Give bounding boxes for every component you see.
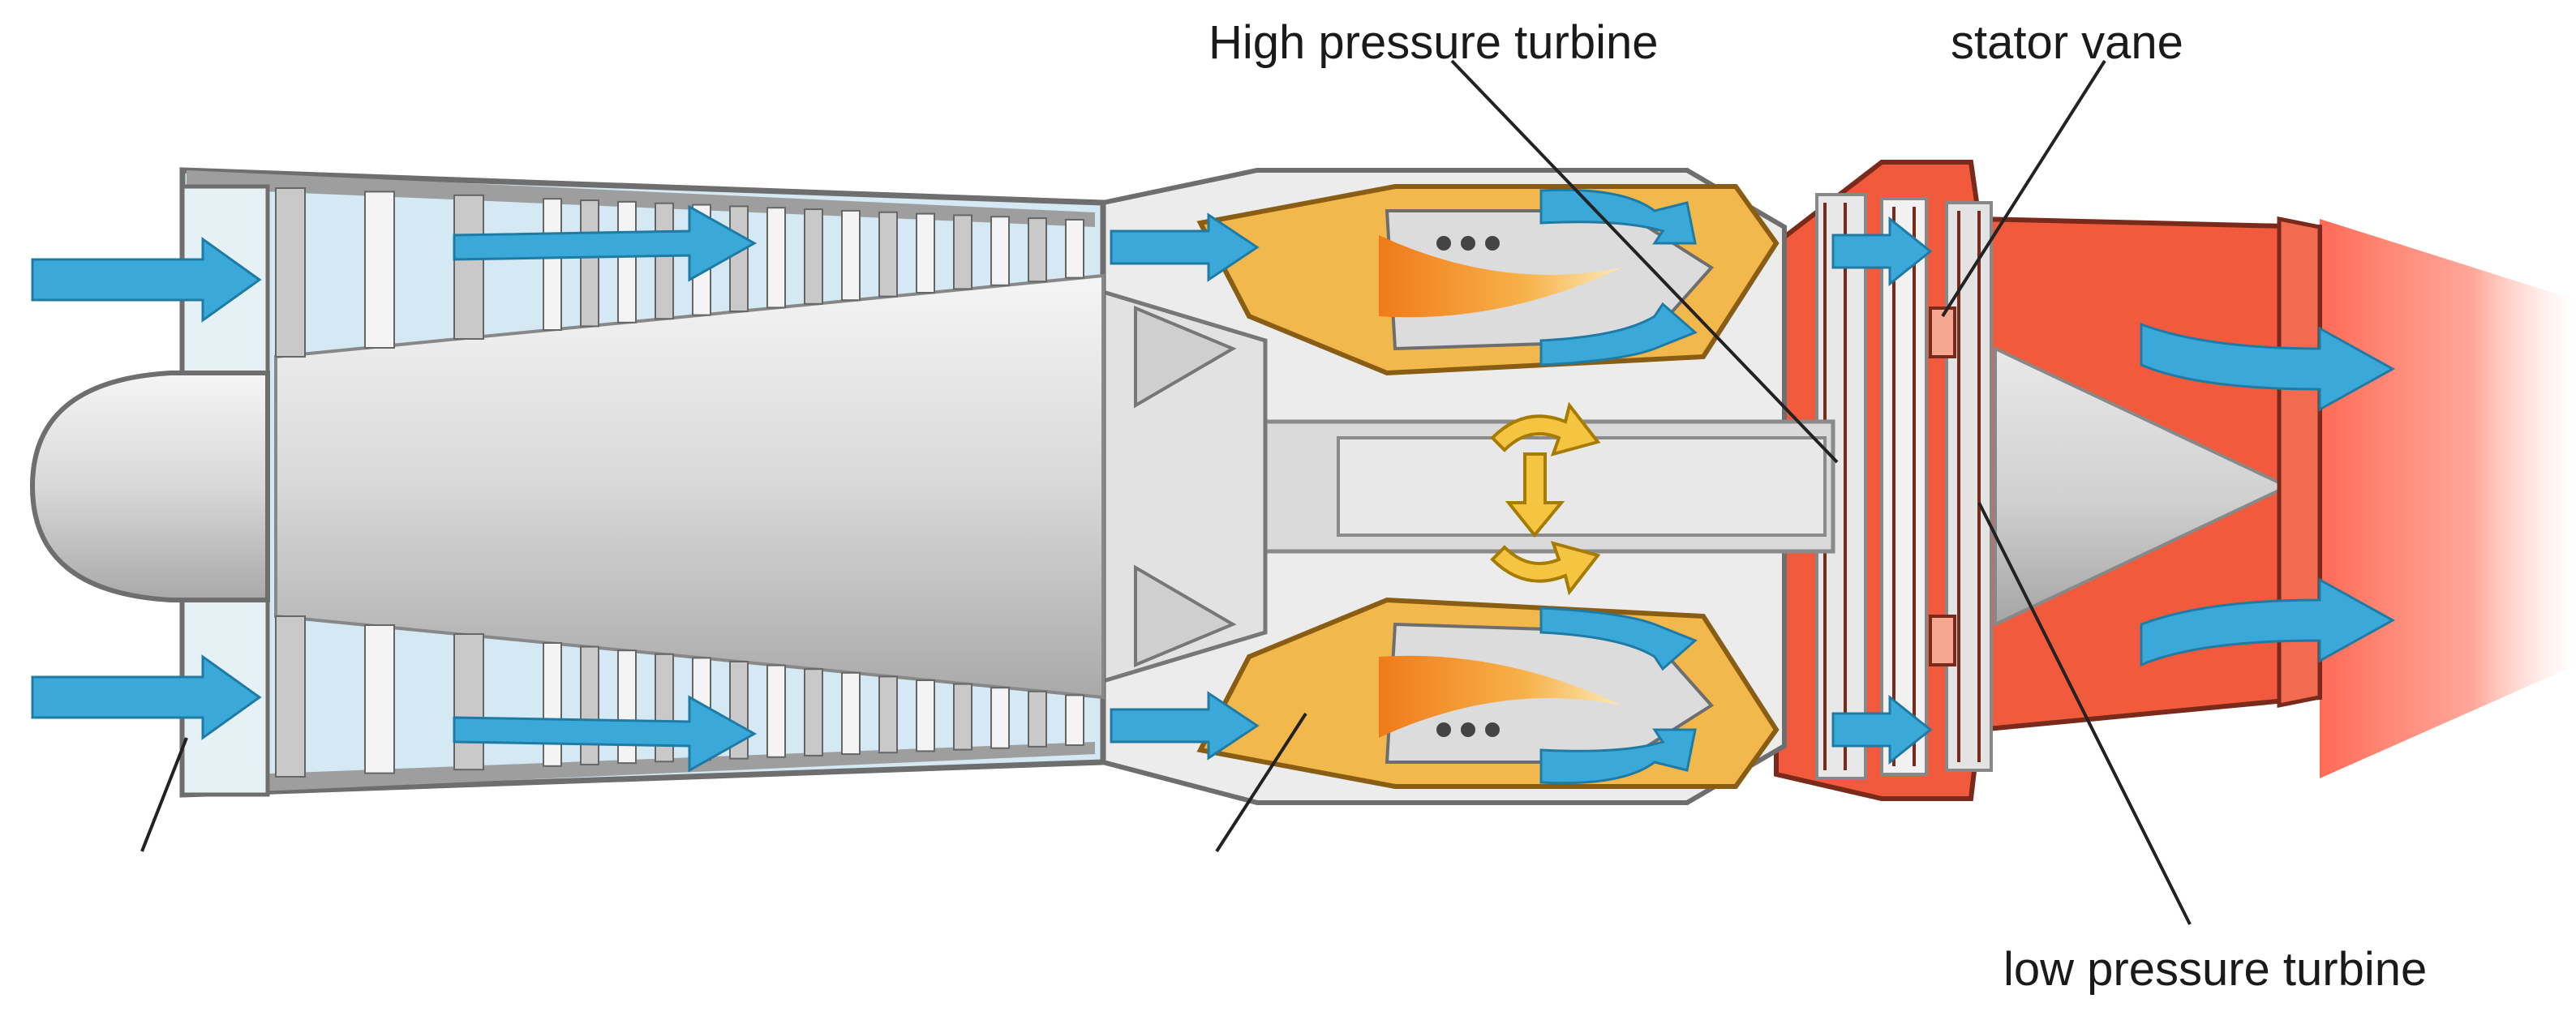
airflow-arrow-icon xyxy=(31,654,262,740)
compressor-blade xyxy=(1028,217,1047,283)
label-stator-vane: stator vane xyxy=(1951,16,2183,69)
compressor-blade xyxy=(766,207,786,309)
intake-leader-line xyxy=(140,737,188,852)
lpt-leader-line xyxy=(1977,502,2192,925)
airflow-arrow-icon xyxy=(2140,577,2396,667)
label-high-pressure-turbine: High pressure turbine xyxy=(1209,16,1659,69)
compressor-blade xyxy=(953,214,972,290)
compressor-blade xyxy=(275,615,306,778)
compressor-blade xyxy=(275,187,306,358)
compressor-blade xyxy=(953,683,972,751)
airflow-arrow-icon xyxy=(1110,691,1260,761)
compressor-blade xyxy=(916,679,935,752)
airflow-arrow-icon xyxy=(1539,606,1698,671)
combustor-leader-line xyxy=(1215,712,1307,853)
compressor-blade xyxy=(878,211,898,298)
airflow-arrow-icon xyxy=(1831,216,1933,287)
compressor-blade xyxy=(580,645,599,765)
stator-vane-leader-line xyxy=(1941,59,2106,318)
compressor-blade xyxy=(804,668,823,756)
compressor-blade xyxy=(916,212,935,294)
airflow-arrow-icon xyxy=(1539,728,1697,785)
exhaust-plume xyxy=(2320,219,2576,778)
compressor-blade xyxy=(1065,694,1084,747)
airflow-arrow-icon xyxy=(453,204,758,282)
compressor-blade xyxy=(453,194,484,340)
compressor-blade xyxy=(617,200,637,324)
compressor-blade xyxy=(1028,690,1047,748)
airflow-arrow-icon xyxy=(1831,694,1933,765)
compressor-blade xyxy=(841,671,861,756)
compressor-blade xyxy=(364,624,395,774)
compressor-section xyxy=(179,167,1106,798)
airflow-arrow-icon xyxy=(453,695,758,773)
compressor-blade xyxy=(766,664,786,758)
compressor-blade xyxy=(804,208,823,305)
engine-shaft xyxy=(1101,289,1835,684)
compressor-blade xyxy=(729,205,749,312)
leader-lines xyxy=(140,59,2192,925)
hpt-leader-line xyxy=(1450,59,1839,464)
compressor-blade xyxy=(1065,218,1084,279)
label-low-pressure-turbine: low pressure turbine xyxy=(2003,943,2427,996)
compressor-blade xyxy=(543,642,562,767)
rotation-arrow-icon xyxy=(1490,401,1601,596)
compressor-blade xyxy=(364,191,395,349)
airflow-arrow-icon xyxy=(1110,212,1260,282)
airflow-arrow-icon xyxy=(2140,322,2396,412)
compressor-blade xyxy=(580,199,599,328)
compressor-blade xyxy=(543,198,562,331)
compressor-blade xyxy=(990,216,1010,286)
airflow-arrow-icon xyxy=(1539,188,1697,245)
airflow-arrow-icon xyxy=(31,237,262,323)
compressor-blade xyxy=(655,202,674,320)
compressor-blade xyxy=(990,687,1010,749)
airflow-arrow-icon xyxy=(1539,302,1698,366)
airflow-arrows xyxy=(31,188,2396,785)
compressor-blade xyxy=(841,209,861,302)
compressor-blade xyxy=(453,633,484,771)
compressor-blade xyxy=(878,675,898,754)
